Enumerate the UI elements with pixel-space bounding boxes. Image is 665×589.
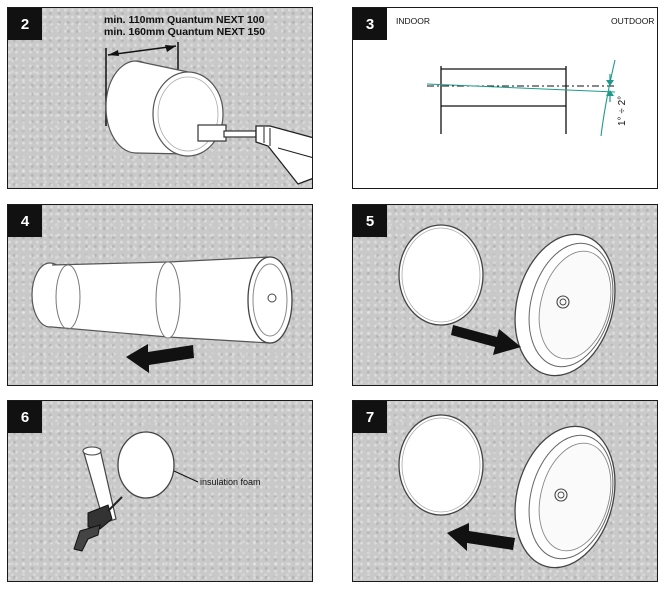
pipe-insert-illustration — [31, 256, 293, 373]
step-number-badge: 3 — [353, 8, 387, 40]
disc-removal-illustration — [398, 414, 616, 569]
slope-diagram: 1° ÷ 2° — [426, 59, 628, 137]
insulation-disc-insert-illustration — [398, 224, 616, 377]
indoor-label: INDOOR — [396, 16, 430, 26]
step-number-badge: 4 — [8, 205, 42, 237]
step-4-panel: 4 — [7, 204, 313, 386]
step-number-badge: 6 — [8, 401, 42, 433]
step-7-panel: 7 — [352, 400, 658, 582]
step-number-badge: 7 — [353, 401, 387, 433]
min-length-label-next150: min. 160mm Quantum NEXT 150 — [104, 26, 266, 38]
core-drill-illustration — [105, 42, 312, 185]
step-5-panel: 5 — [352, 204, 658, 386]
outdoor-label: OUTDOOR — [611, 16, 655, 26]
insulation-foam-label: insulation foam — [200, 477, 261, 487]
step-number-badge: 5 — [353, 205, 387, 237]
min-length-label-next100: min. 110mm Quantum NEXT 100 — [104, 14, 265, 26]
step-2-panel: 2 min. 110mm Quantum NEXT 100 min. 160mm… — [7, 7, 313, 189]
step-number-badge: 2 — [8, 8, 42, 40]
foam-application-illustration — [73, 431, 199, 552]
step-6-panel: 6 insulation foam — [7, 400, 313, 582]
angle-label: 1° ÷ 2° — [617, 96, 628, 126]
step-3-panel: 3 INDOOR OUTDOOR 1° ÷ 2° — [352, 7, 658, 189]
